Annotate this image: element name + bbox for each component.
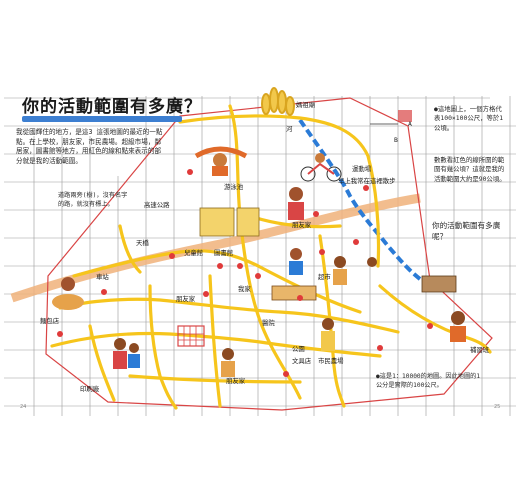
label-park: 公園: [292, 345, 305, 353]
label-print: 印刷廠: [80, 385, 100, 393]
friend-figure-3: [221, 348, 235, 377]
label-friend-2: 朋友家: [176, 295, 196, 303]
drum-figure: [52, 277, 84, 310]
river: [298, 118, 426, 284]
label-river: 河: [286, 125, 293, 133]
label-morning-walk: 早上我常在這裡散步: [338, 177, 396, 185]
label-friend-1: 朋友家: [292, 221, 312, 229]
label-overpass: 天橋: [136, 239, 149, 247]
label-highway: 高速公路: [144, 201, 170, 209]
road-note: 道路兩旁(樹)，沒有名字的路，就沒有標上。: [58, 192, 128, 208]
swimmer-figure: [194, 146, 248, 176]
page-title: 你的活動範圍有多廣？: [22, 97, 202, 117]
label-bakery: 麵包店: [40, 317, 60, 325]
label-bridge: 車站: [96, 273, 109, 281]
title-underline: [22, 116, 182, 122]
area-note: 數數看紅色的線所圍的範圍有幾公頃？這就是我的活動範圍大約是90公頃。: [434, 156, 506, 183]
label-clinic: 醫院: [262, 319, 275, 327]
label-cram: 補習班: [470, 346, 490, 354]
page-number-right: 25: [494, 404, 501, 410]
label-supermarket: 超市: [318, 273, 331, 281]
label-marker-a: A: [408, 120, 412, 128]
intro-note: 我從國輝住的地方，是這3 這張地圖的最近的一點點。在上學校，朋友家，市民農場。超…: [16, 128, 163, 165]
wheat-icon: [261, 87, 295, 116]
buildings: [177, 110, 457, 347]
girl-figure: [321, 318, 335, 351]
label-river-walk: 運動場: [352, 165, 372, 173]
scale-note: ●這是1：10000的地圖。因此地圖的1公分是實際的100公尺。: [376, 373, 481, 389]
label-pool: 游泳池: [224, 183, 244, 191]
label-library: 圖書館: [214, 249, 234, 257]
label-city-hall: 市民農場: [318, 357, 344, 365]
friend-figure-1: [288, 187, 304, 220]
cyclist-figure: [300, 153, 342, 182]
map-illustration: [4, 87, 516, 416]
question-note: 你的活動範圍有多廣呢？: [432, 221, 501, 241]
label-bookstore: 文具店: [292, 357, 312, 365]
label-friend-3: 朋友家: [226, 377, 246, 385]
label-marker-b: B: [394, 136, 398, 144]
label-children-house: 兒童館: [184, 249, 204, 257]
label-temple: 媽祖廟: [296, 101, 316, 109]
label-home: 我家: [238, 285, 251, 293]
kids-figures: [113, 338, 140, 369]
people-figures: [52, 146, 466, 377]
reader-figure: [450, 311, 466, 342]
map-spread: [0, 76, 520, 418]
shopper-figure: [333, 256, 377, 285]
route-markers: [57, 169, 433, 377]
page-number-left: 24: [20, 404, 27, 410]
grid-note: ●這地圖上，一個方格代表100×100公尺，等於1公頃。: [434, 105, 504, 132]
friend-figure-2: [289, 248, 303, 275]
activity-boundary: [45, 97, 493, 411]
